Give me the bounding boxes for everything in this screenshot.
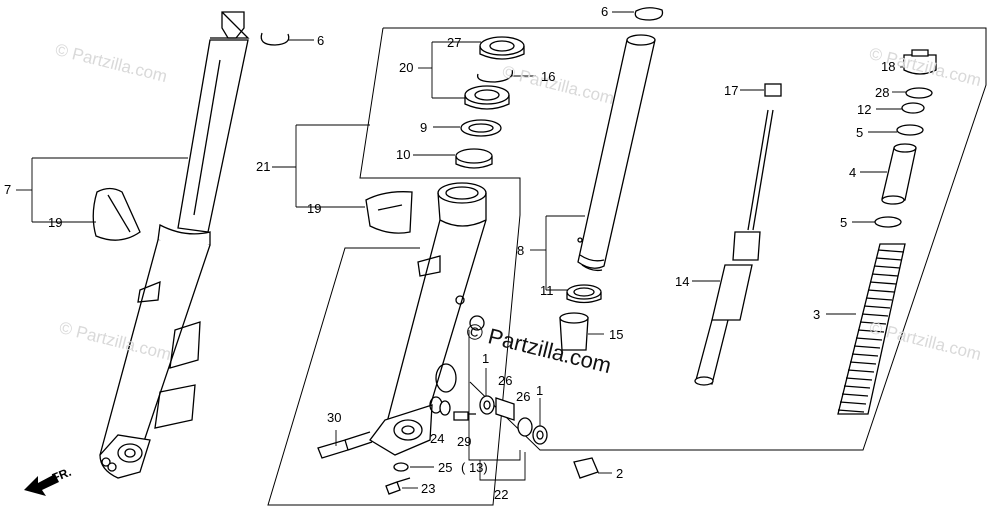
guide-bushing: [455, 148, 493, 169]
oring-28: [905, 87, 933, 99]
circlip-top-center: [634, 7, 664, 21]
circle-13: [469, 315, 485, 331]
callout-12: 12: [857, 102, 872, 117]
callout-29: 29: [457, 434, 472, 449]
callout-13: ( 13): [461, 460, 488, 475]
callout-6: 6: [601, 4, 609, 19]
callout-1: 1: [482, 351, 490, 366]
callout-15: 15: [609, 327, 624, 342]
callout-30: 30: [327, 410, 342, 425]
callout-2: 2: [616, 466, 624, 481]
spacer-4: [881, 143, 917, 205]
front-direction-arrow: [24, 474, 59, 496]
spring-seat-5a: [896, 124, 924, 136]
collar-2: [573, 457, 599, 479]
callout-5: 5: [856, 125, 864, 140]
washer-25: [393, 462, 409, 472]
callout-16: 16: [541, 69, 556, 84]
leader-lines: [16, 11, 906, 489]
fork-slider: [369, 182, 487, 456]
bolt-23: [385, 477, 411, 495]
fork-guard-left: [92, 187, 141, 241]
dust-seal: [479, 36, 525, 60]
callout-27: 27: [447, 35, 462, 50]
callout-26: 26: [516, 389, 531, 404]
fork-spring: [837, 243, 906, 415]
slider-bushing: [566, 284, 602, 304]
callout-4: 4: [849, 165, 857, 180]
callout-5: 5: [840, 215, 848, 230]
callout-14: 14: [675, 274, 690, 289]
callout-6: 6: [317, 33, 325, 48]
callout-8: 8: [517, 243, 525, 258]
bearing-1a: [479, 395, 495, 415]
collar-26b: [517, 417, 533, 437]
callout-1: 1: [536, 383, 544, 398]
spring-seat-5b: [874, 216, 902, 228]
callout-10: 10: [396, 147, 411, 162]
damper-rod: [694, 83, 782, 386]
callout-3: 3: [813, 307, 821, 322]
callout-11: 11: [540, 283, 554, 298]
circlip-top-left: [260, 32, 290, 46]
callout-19: 19: [48, 215, 63, 230]
axle-bolt: [317, 431, 373, 459]
callout-26: 26: [498, 373, 513, 388]
callout-20: 20: [399, 60, 414, 75]
washer-24: [439, 400, 451, 416]
fork-assembly-left: [99, 11, 250, 479]
stopper-ring: [476, 69, 514, 83]
oil-lock-piece: [559, 312, 589, 351]
callout-19: 19: [307, 201, 322, 216]
callout-18: 18: [881, 59, 896, 74]
callout-28: 28: [875, 85, 890, 100]
collar-26a: [495, 397, 515, 421]
bearing-1b: [532, 425, 548, 445]
callout-22: 22: [494, 487, 509, 502]
backup-ring: [460, 119, 502, 137]
callout-9: 9: [420, 120, 428, 135]
oil-seal: [464, 85, 510, 110]
fork-pipe: [577, 34, 656, 272]
washer-12: [901, 102, 925, 114]
callout-17: 17: [724, 83, 739, 98]
callout-23: 23: [421, 481, 436, 496]
callout-7: 7: [4, 182, 12, 197]
pin-29: [453, 411, 476, 421]
fork-cap-bolt: [903, 49, 937, 75]
fork-guard-center: [365, 191, 413, 234]
callout-24: 24: [430, 431, 445, 446]
callout-21: 21: [256, 159, 271, 174]
callout-25: 25: [438, 460, 453, 475]
